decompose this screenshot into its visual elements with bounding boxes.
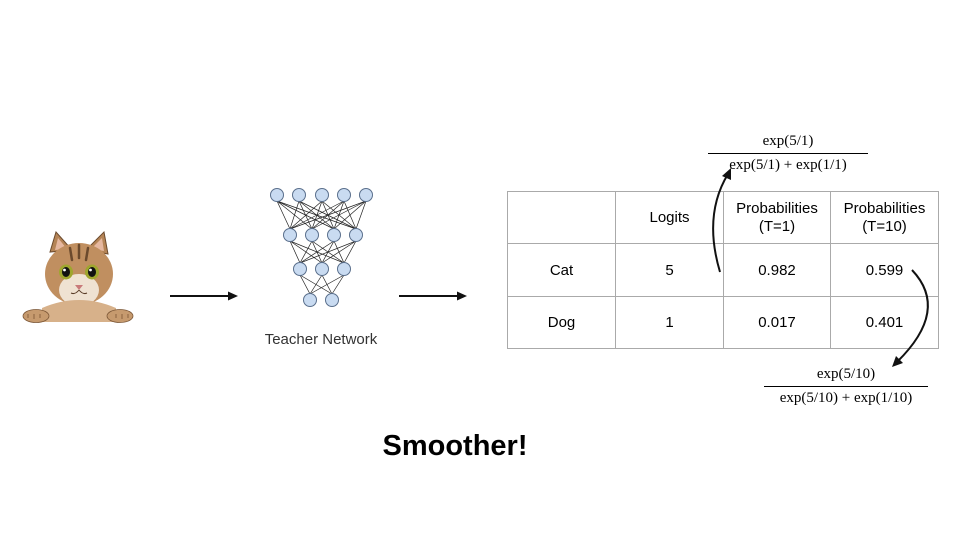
prob-t1-dog: 0.017 xyxy=(723,296,831,349)
softmax-formula-t1: exp(5/1) exp(5/1) + exp(1/1) xyxy=(708,133,868,174)
formula-numerator: exp(5/1) xyxy=(762,133,814,149)
prob-t10-dog: 0.401 xyxy=(830,296,939,349)
table-header-logits: Logits xyxy=(615,191,724,244)
table-header-empty xyxy=(507,191,616,244)
fraction-bar xyxy=(708,153,868,154)
network-edge xyxy=(355,200,367,230)
probability-table: Logits Probabilities (T=1) Probabilities… xyxy=(507,191,939,349)
arrow-right-icon xyxy=(399,291,467,301)
prob-t10-cat: 0.599 xyxy=(830,243,939,297)
formula-denominator: exp(5/10) + exp(1/10) xyxy=(779,390,913,406)
network-nodes xyxy=(270,188,373,307)
network-edge xyxy=(343,240,357,264)
cat-image xyxy=(22,230,134,323)
table-row: Dog 1 0.017 0.401 xyxy=(507,296,939,349)
table-row: Cat 5 0.982 0.599 xyxy=(507,243,939,297)
row-label-cat: Cat xyxy=(507,243,616,297)
network-node xyxy=(293,262,307,276)
network-node xyxy=(315,188,329,202)
network-node xyxy=(283,228,297,242)
network-edge xyxy=(321,240,357,264)
network-edge xyxy=(299,240,335,264)
network-node xyxy=(327,228,341,242)
network-node xyxy=(303,293,317,307)
network-edge xyxy=(309,274,345,295)
network-edge xyxy=(289,200,300,230)
formula-numerator: exp(5/10) xyxy=(816,366,876,382)
caption: Smoother! xyxy=(382,430,528,462)
formula-denominator: exp(5/1) + exp(1/1) xyxy=(729,157,847,173)
prob-t1-cat: 0.982 xyxy=(723,243,831,297)
logit-dog: 1 xyxy=(615,296,724,349)
teacher-network-diagram xyxy=(270,188,373,307)
fraction-bar xyxy=(764,386,928,387)
table-header-row: Logits Probabilities (T=1) Probabilities… xyxy=(507,191,939,244)
network-edge xyxy=(309,274,323,295)
network-label: Teacher Network xyxy=(264,331,378,348)
arrow-right-icon xyxy=(170,291,238,301)
network-node xyxy=(325,293,339,307)
network-edge xyxy=(299,240,313,264)
network-edge xyxy=(276,200,291,230)
softmax-formula-t10: exp(5/10) exp(5/10) + exp(1/10) xyxy=(764,366,928,407)
network-node xyxy=(292,188,306,202)
network-edge xyxy=(289,200,345,230)
network-node xyxy=(305,228,319,242)
network-edge xyxy=(289,240,301,264)
network-node xyxy=(359,188,373,202)
network-node xyxy=(337,188,351,202)
network-edges xyxy=(276,200,367,295)
network-edge xyxy=(299,274,311,295)
network-edge xyxy=(333,200,367,230)
network-node xyxy=(315,262,329,276)
logit-cat: 5 xyxy=(615,243,724,297)
row-label-dog: Dog xyxy=(507,296,616,349)
network-edge xyxy=(331,274,345,295)
table-header-prob-t1: Probabilities (T=1) xyxy=(723,191,831,244)
network-node xyxy=(270,188,284,202)
table-header-prob-t10: Probabilities (T=10) xyxy=(830,191,939,244)
network-node xyxy=(337,262,351,276)
network-edge xyxy=(311,200,367,230)
network-node xyxy=(349,228,363,242)
network-edge xyxy=(289,200,367,230)
network-edge xyxy=(299,240,357,264)
network-edge xyxy=(289,200,323,230)
